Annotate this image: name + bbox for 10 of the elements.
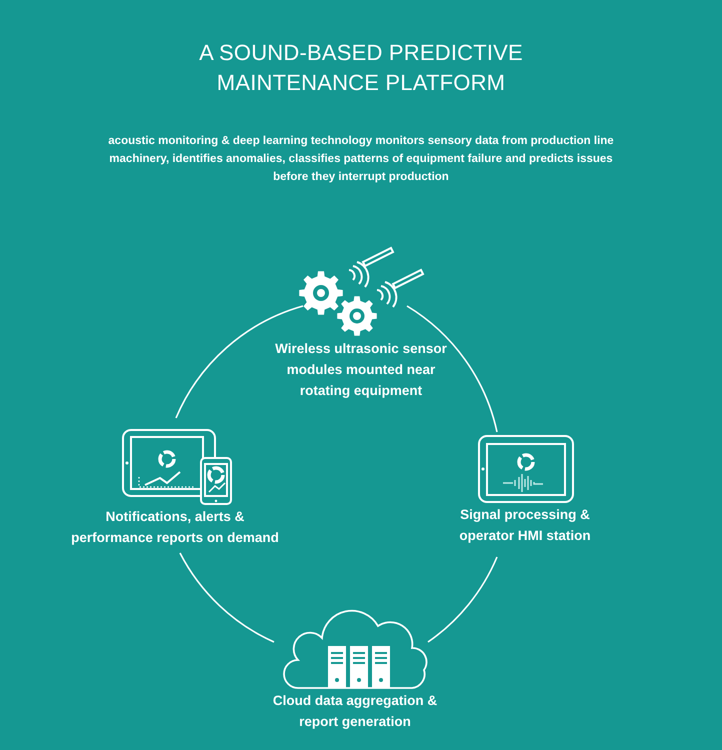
connector-arc <box>175 305 304 418</box>
node-label: Wireless ultrasonic sensor modules mounted near rotating equipment <box>274 340 448 400</box>
connector-arc <box>428 556 498 643</box>
node-label: Notifications, alerts & performance reports on demand <box>70 508 280 547</box>
description: acoustic monitoring & deep learning technology monitors sensory data from production line machinery, identifies anomalies, classifies patterns of equipment failure and predicts issues before they interrupt production <box>107 134 615 185</box>
connector-arc <box>406 305 498 432</box>
node-label: Cloud data aggregation & report generation <box>272 692 438 731</box>
title: A SOUND-BASED PREDICTIVE MAINTENANCE PLATFORM <box>198 39 524 97</box>
node-label: Signal processing & operator HMI station <box>458 506 592 545</box>
connector-arc <box>179 552 274 643</box>
